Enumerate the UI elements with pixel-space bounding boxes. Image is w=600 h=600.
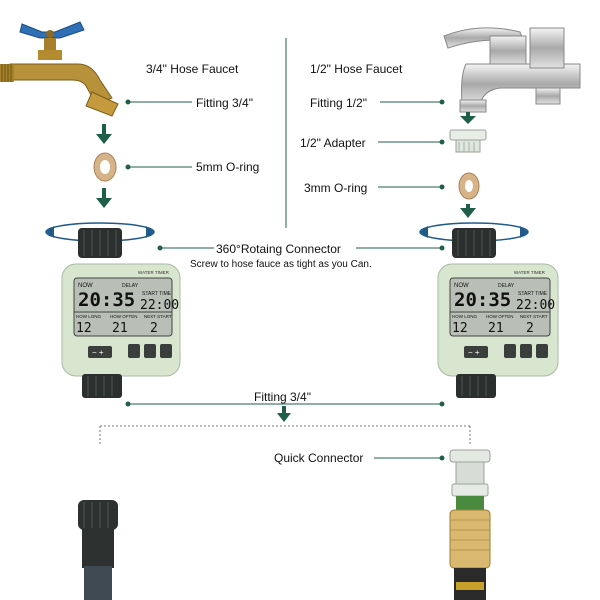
bottom-fitting-label: Fitting 3/4" xyxy=(254,390,311,404)
svg-text:12: 12 xyxy=(76,321,92,336)
right-down-arrows xyxy=(460,112,476,218)
svg-text:NEXT START: NEXT START xyxy=(144,314,172,319)
right-faucet-label: 1/2" Hose Faucet xyxy=(310,62,403,76)
left-oring-icon xyxy=(93,152,117,182)
quick-connector-icon xyxy=(449,449,491,600)
left-fitting-label: Fitting 3/4" xyxy=(196,96,253,110)
svg-text:12: 12 xyxy=(452,321,468,336)
left-oring-label: 5mm O-ring xyxy=(196,160,260,174)
svg-text:22:00: 22:00 xyxy=(516,298,555,313)
left-faucet-label: 3/4" Hose Faucet xyxy=(146,62,239,76)
svg-text:21: 21 xyxy=(488,321,504,336)
svg-text:HOW LONG: HOW LONG xyxy=(76,314,102,319)
timer-now: NOW xyxy=(78,283,93,289)
rotating-connector-subtext: Screw to hose fauce as tight as you Can. xyxy=(190,259,372,270)
svg-text:START TIME: START TIME xyxy=(142,291,172,297)
svg-text:HOW LONG: HOW LONG xyxy=(452,314,478,319)
right-adapter-label: 1/2" Adapter xyxy=(300,136,366,150)
right-oring-label: 3mm O-ring xyxy=(304,181,368,195)
arrow-down-icon xyxy=(277,406,291,422)
svg-text:20:35: 20:35 xyxy=(454,289,511,311)
svg-text:− +: − + xyxy=(92,348,104,357)
svg-text:START TIME: START TIME xyxy=(518,291,548,297)
right-fitting-label: Fitting 1/2" xyxy=(310,96,367,110)
chrome-faucet-icon xyxy=(443,27,581,113)
svg-text:DELAY: DELAY xyxy=(498,283,515,289)
svg-text:22:00: 22:00 xyxy=(140,298,179,313)
svg-text:21: 21 xyxy=(112,321,128,336)
hose-icon xyxy=(78,500,118,600)
left-down-arrows xyxy=(96,124,112,208)
left-water-timer: NOW DELAY 20:35 START TIME 22:00 HOW LON… xyxy=(45,222,181,398)
svg-text:− +: − + xyxy=(468,348,480,357)
rotating-connector-label: 360°Rotaing Connector xyxy=(216,242,341,256)
brass-faucet-icon xyxy=(0,21,119,117)
svg-text:NOW: NOW xyxy=(454,283,469,289)
svg-text:20:35: 20:35 xyxy=(78,289,135,311)
svg-text:DELAY: DELAY xyxy=(122,283,139,289)
svg-text:2: 2 xyxy=(526,321,534,336)
svg-text:2: 2 xyxy=(150,321,158,336)
svg-text:HOW OFTEN: HOW OFTEN xyxy=(110,314,138,319)
svg-text:WATER TIMER: WATER TIMER xyxy=(514,270,546,275)
right-oring-icon xyxy=(458,172,480,200)
svg-text:WATER TIMER: WATER TIMER xyxy=(138,270,170,275)
quick-connector-label: Quick Connector xyxy=(274,451,364,465)
svg-text:NEXT START: NEXT START xyxy=(520,314,548,319)
right-water-timer: NOW DELAY 20:35 START TIME 22:00 HOW LON… xyxy=(419,222,559,398)
adapter-icon xyxy=(449,129,487,153)
svg-text:HOW OFTEN: HOW OFTEN xyxy=(486,314,514,319)
